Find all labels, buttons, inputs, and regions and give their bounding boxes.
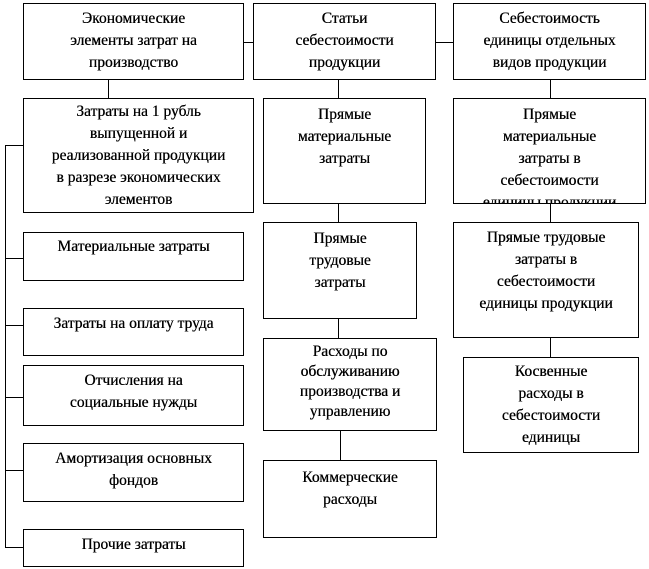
connector [338,318,339,338]
connector [338,203,339,222]
box-direct-labor: Прямые трудовые затраты [263,222,417,319]
box-commercial: Коммерческие расходы [263,460,437,538]
connector [108,79,109,98]
box-direct-material: Прямые материальные затраты [263,98,426,204]
header-unit-cost: Себестоимость единицы отдельных видов пр… [453,3,646,80]
connector [243,42,253,43]
connector [5,470,23,471]
connector [5,258,23,259]
connector [435,42,453,43]
header-economic-elements: Экономические элементы затрат на произво… [23,3,244,80]
header-cost-items: Статьи себестоимости продукции [253,3,436,80]
box-other-costs: Прочие затраты [23,529,244,567]
connector [340,430,341,460]
box-unit-direct-material: Прямые материальные затраты в себестоимо… [453,98,646,204]
box-unit-indirect: Косвенные расходы в себестоимости единиц… [463,357,639,453]
connector [5,547,23,548]
connector [550,79,551,98]
connector [338,79,339,98]
connector [5,325,35,326]
box-labor-costs: Затраты на оплату труда [23,308,244,356]
connector [5,145,6,548]
box-overhead: Расходы по обслуживанию производства и у… [263,338,437,431]
box-costs-per-ruble: Затраты на 1 рубль выпущенной и реализов… [23,98,254,213]
box-depreciation: Амортизация основных фондов [23,443,244,502]
box-social-contributions: Отчисления на социальные нужды [23,365,244,426]
connector [5,397,23,398]
connector [550,203,551,222]
box-material-costs: Материальные затраты [23,232,244,281]
connector [5,145,23,146]
box-unit-direct-labor: Прямые трудовые затраты в себестоимости … [453,222,639,338]
connector [550,337,551,357]
